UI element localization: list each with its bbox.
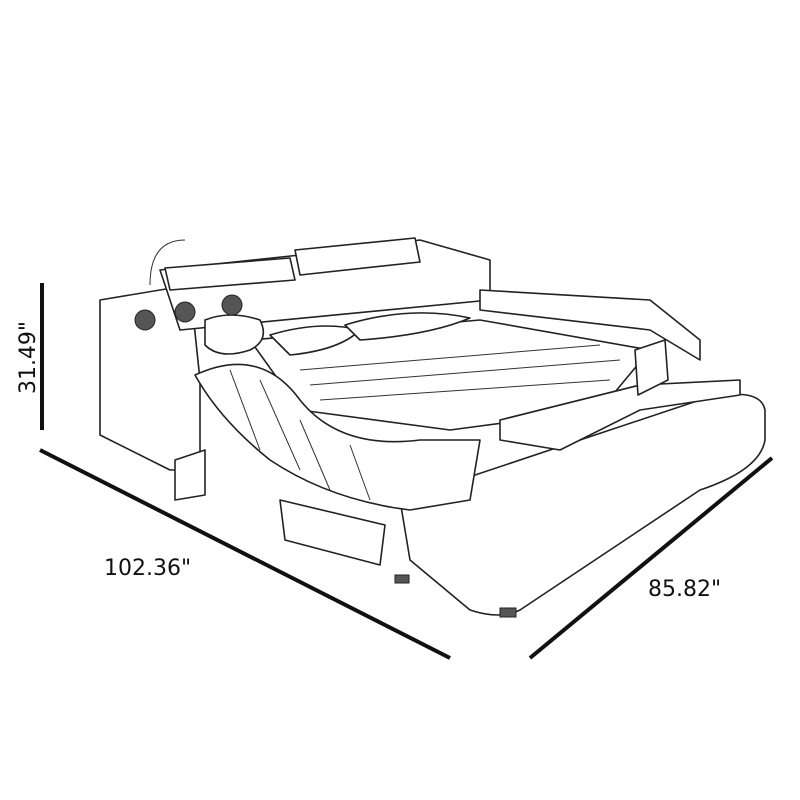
- width-label: 85.82": [648, 577, 722, 602]
- width-dimension-line: [528, 456, 774, 660]
- length-label: 102.36": [104, 556, 192, 581]
- bed-frame: [99, 237, 766, 618]
- height-label: 31.49": [16, 320, 42, 395]
- length-dimension-line: [39, 448, 451, 660]
